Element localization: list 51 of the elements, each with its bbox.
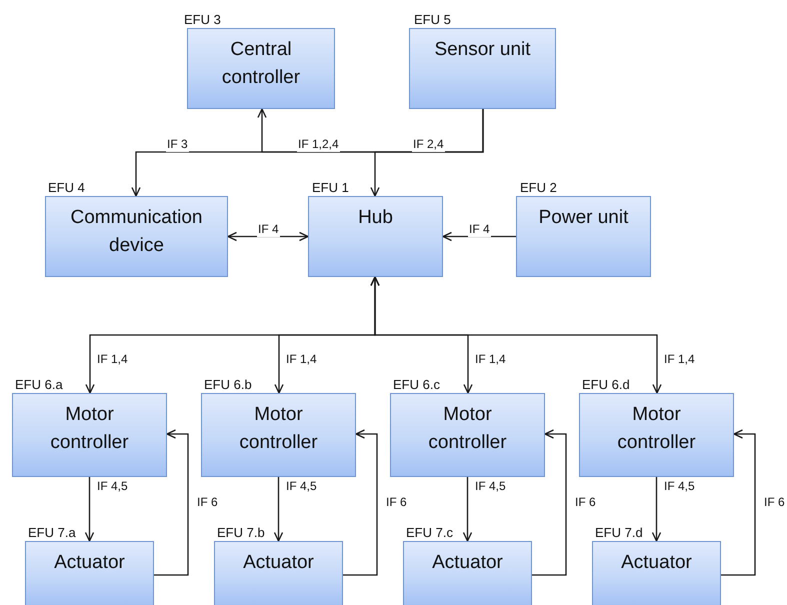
unit-id: EFU 4	[48, 180, 85, 196]
unit-name: Actuator	[242, 551, 315, 575]
connector-arrow	[274, 477, 284, 542]
edge-label: IF 4,5	[285, 479, 318, 494]
unit-name: Sensor unit	[433, 38, 532, 62]
connector-arrow	[370, 109, 484, 197]
connector-arrow	[154, 429, 189, 576]
edge-label: IF 2,4	[412, 137, 445, 152]
edge-label: IF 4,5	[96, 479, 129, 494]
edge-label: IF 1,4	[474, 352, 507, 367]
connector-arrow	[462, 477, 472, 542]
unit-id: EFU 7.d	[595, 525, 643, 541]
connector-arrow	[532, 429, 567, 576]
edge-label: IF 4	[257, 222, 280, 237]
unit-id: EFU 7.c	[406, 525, 453, 541]
connector-arrow	[370, 276, 662, 394]
unit-name: Actuator	[620, 551, 693, 575]
unit-name: Motor controller	[616, 403, 697, 455]
connector-arrow	[721, 429, 756, 576]
unit-name: Power unit	[538, 206, 630, 230]
edge-label: IF 1,4	[663, 352, 696, 367]
edge-label: IF 4,5	[474, 479, 507, 494]
unit-id: EFU 2	[520, 180, 557, 196]
unit-name: Actuator	[431, 551, 504, 575]
edge-label: IF 4,5	[663, 479, 696, 494]
connector-arrow	[343, 429, 378, 576]
edge-label: IF 1,4	[96, 352, 129, 367]
unit-id: EFU 7.b	[217, 525, 265, 541]
unit-name: Actuator	[53, 551, 126, 575]
connector-arrow	[442, 232, 516, 242]
unit-name: Communication device	[70, 206, 204, 258]
edge-label: IF 1,4	[285, 352, 318, 367]
edge-label: IF 4	[468, 222, 491, 237]
unit-name: Motor controller	[49, 403, 130, 455]
unit-name: Motor controller	[427, 403, 508, 455]
unit-id: EFU 3	[184, 12, 221, 28]
edge-label: IF 3	[166, 137, 189, 152]
edge-label: IF 1,2,4	[297, 137, 340, 152]
connector-arrow	[84, 477, 94, 542]
unit-id: EFU 1	[312, 180, 349, 196]
unit-id: EFU 5	[414, 12, 451, 28]
unit-id: EFU 6.b	[204, 377, 252, 393]
unit-name: Hub	[357, 206, 394, 230]
unit-id: EFU 6.d	[582, 377, 630, 393]
unit-id: EFU 6.a	[15, 377, 63, 393]
connector-arrow	[227, 232, 309, 242]
connector-arrow	[652, 477, 662, 542]
unit-name: Motor controller	[238, 403, 319, 455]
unit-id: EFU 6.c	[393, 377, 440, 393]
unit-id: EFU 7.a	[28, 525, 76, 541]
unit-name: Central controller	[220, 38, 302, 90]
